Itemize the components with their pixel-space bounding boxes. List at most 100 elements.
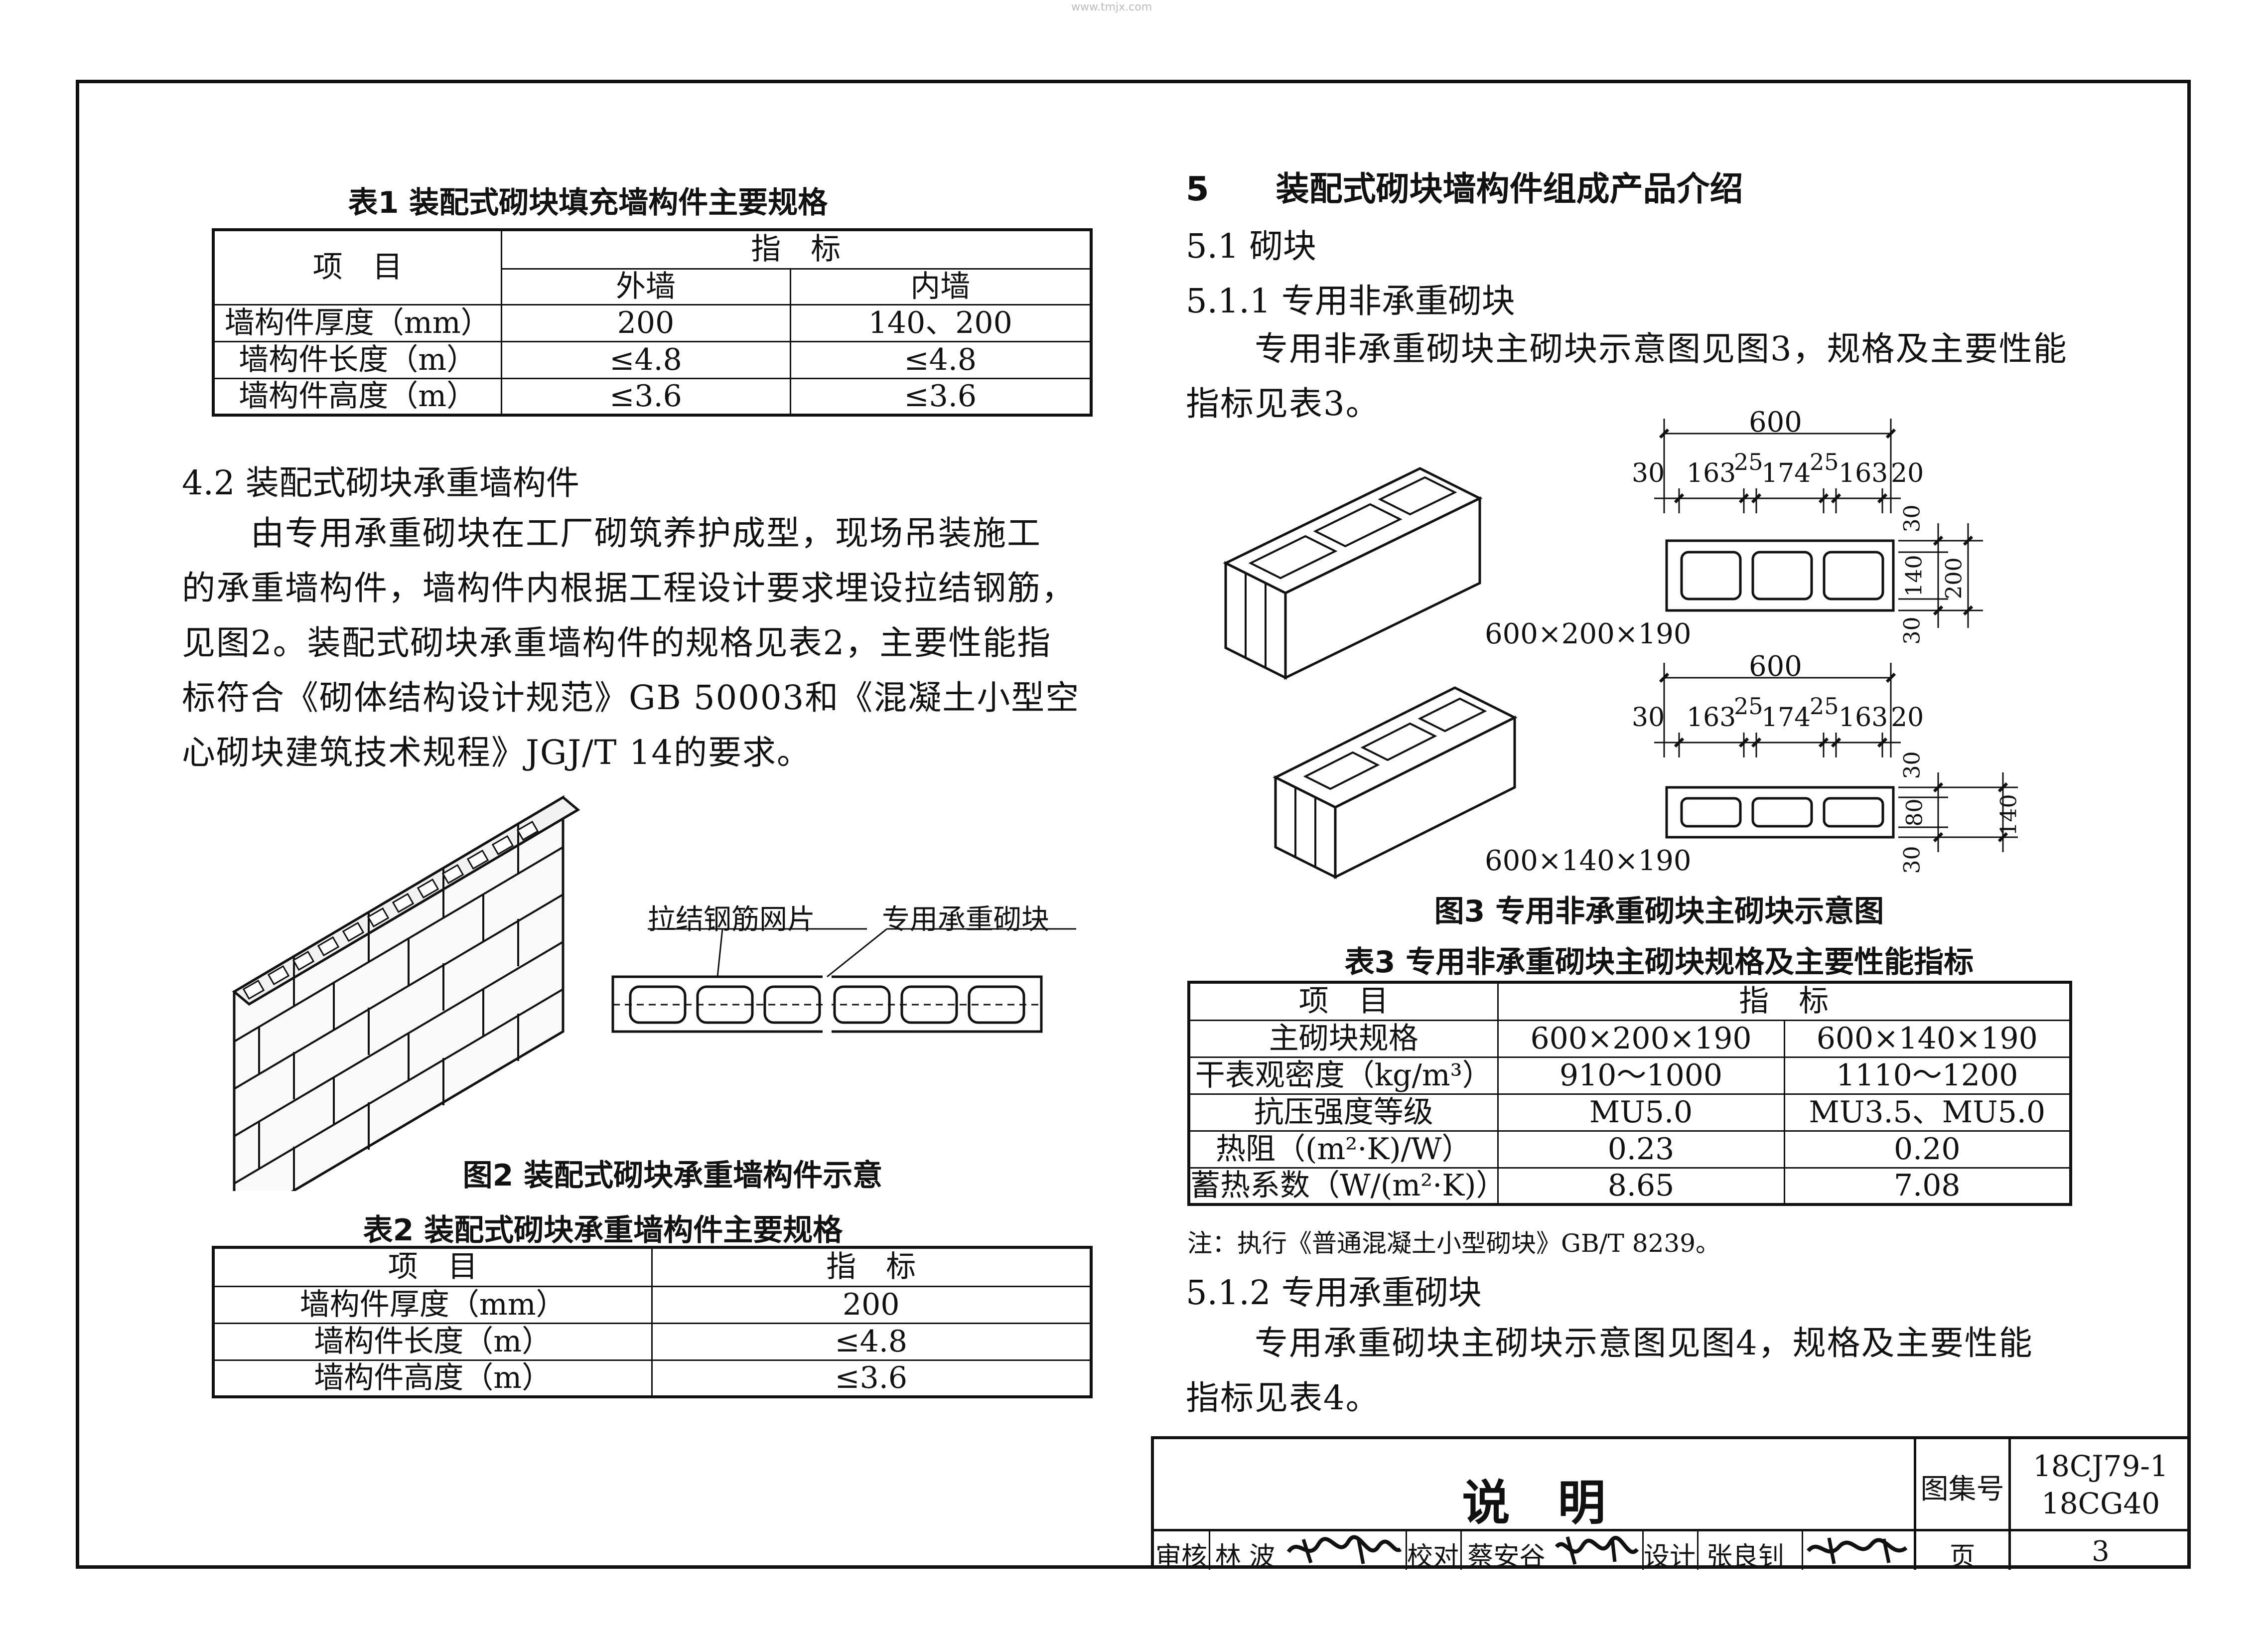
figure3-block1-label: 600×200×190 [1485,618,1692,650]
check-label: 校对 [1407,1542,1459,1572]
figure3-total-200: 200 [1941,557,1967,599]
figure3-dim2-20: 20 [1891,703,1924,733]
figure2-label-block: 专用承重砌块 [882,903,1049,936]
row-value: 600×200×190 [1497,1019,1785,1058]
row-value: MU3.5、MU5.0 [1783,1093,2072,1132]
design-signature [1806,1537,1908,1564]
row-value: 1110～1200 [1783,1056,2072,1095]
row-value: 8.65 [1497,1167,1785,1205]
table-row: 墙构件长度（m） ≤4.8 [212,1322,1092,1361]
review-signature [1286,1535,1402,1564]
figure3-dim-163b: 163 [1839,458,1888,488]
row-value: MU5.0 [1497,1093,1785,1132]
paragraph-line: 标符合《砌体结构设计规范》GB 50003和《混凝土小型空 [182,678,1080,717]
section-511-body: 专用非承重砌块主砌块示意图见图3，规格及主要性能 指标见表3。 [1186,321,2142,431]
section-51-heading: 5.1 砌块 [1186,227,1316,266]
page-number: 3 [2092,1535,2110,1568]
table-row: 墙构件高度（m） ≤3.6 ≤3.6 [212,377,1092,416]
section-511-heading: 5.1.1 专用非承重砌块 [1186,282,1515,320]
atlas-label: 图集号 [1920,1473,2004,1505]
page-label: 页 [1949,1542,1976,1572]
title-block: 说 明 图集号 18CJ79-1 18CG40 审核 林 波 校对 蔡安谷 设计… [1151,1436,2190,1572]
row-item: 热阻（(m²·K)/W） [1188,1130,1499,1169]
atlas-number-1: 18CJ79-1 [2033,1449,2168,1483]
figure3-block1-illustration [1223,467,1483,680]
row-item: 墙构件高度（m） [212,1359,653,1398]
row-value: 7.08 [1783,1167,2072,1205]
section-5-heading: 5 装配式砌块墙构件组成产品介绍 [1186,169,1743,208]
section-512-body: 专用承重砌块主砌块示意图见图4，规格及主要性能 指标见表4。 [1186,1316,2142,1425]
figure3-dim2-163b: 163 [1839,703,1888,733]
row-item: 主砌块规格 [1188,1019,1499,1058]
figure3-dim2-25b: 25 [1810,693,1839,720]
figure3-dim2-174: 174 [1761,703,1811,733]
row-value: 140、200 [789,303,1092,342]
atlas-number-2: 18CG40 [2041,1487,2160,1520]
figure3-side2-30a: 30 [1899,751,1925,779]
figure3-side2-30b: 30 [1899,846,1925,874]
figure3-side-140: 140 [1901,555,1927,597]
table3: 项 目 指 标 主砌块规格 600×200×190 600×140×190 干表… [1187,981,2072,1206]
row-item: 蓄热系数（W/(m²·K)） [1188,1167,1499,1205]
table3-header-item: 项 目 [1188,981,1499,1021]
drawing-frame [76,80,2191,1569]
table1-col-inner: 内墙 [789,268,1092,305]
figure3-overall-dim-2: 600 [1749,650,1802,683]
row-item: 墙构件厚度（mm） [212,303,502,342]
table-row: 蓄热系数（W/(m²·K)） 8.65 7.08 [1188,1167,2072,1205]
figure3-dim-163a: 163 [1687,458,1736,488]
paragraph-line: 专用非承重砌块主砌块示意图见图3，规格及主要性能 [1186,329,2068,368]
figure2-leader-lines [648,928,1076,978]
row-item: 墙构件长度（m） [212,340,502,379]
figure3-dim-30: 30 [1632,458,1665,488]
figure3-dim-25b: 25 [1810,449,1839,475]
row-value: 910～1000 [1497,1056,1785,1095]
watermark: www.tmjx.com [1071,1,1152,13]
table-row: 热阻（(m²·K)/W） 0.23 0.20 [1188,1130,2072,1169]
review-name: 林 波 [1215,1542,1276,1572]
paragraph-line: 见图2。装配式砌块承重墙构件的规格见表2，主要性能指 [182,623,1052,662]
row-value: 200 [500,303,791,342]
row-value: ≤3.6 [651,1359,1092,1398]
figure3-overall-dim-1: 600 [1749,406,1802,439]
table2-caption: 表2 装配式砌块承重墙构件主要规格 [363,1213,843,1248]
table1-header-item: 项 目 [212,229,502,305]
figure3-caption: 图3 专用非承重砌块主砌块示意图 [1434,894,1884,929]
row-value: 0.23 [1497,1130,1785,1169]
figure3-side-30a: 30 [1899,504,1925,533]
figure3-block2-illustration [1273,686,1518,880]
figure3-dim2-30: 30 [1632,703,1665,733]
row-value: ≤4.8 [500,340,791,379]
row-value: ≤3.6 [500,377,791,416]
table3-caption: 表3 专用非承重砌块主砌块规格及主要性能指标 [1344,945,1974,980]
table2: 项 目 指 标 墙构件厚度（mm） 200 墙构件长度（m） ≤4.8 墙构件高… [212,1246,1093,1398]
row-item: 干表观密度（kg/m³） [1188,1056,1499,1095]
figure3-dim2-25a: 25 [1734,693,1763,720]
table-row: 抗压强度等级 MU5.0 MU3.5、MU5.0 [1188,1093,2072,1132]
figure2-caption: 图2 装配式砌块承重墙构件示意 [462,1158,883,1193]
check-name: 蔡安谷 [1467,1542,1546,1572]
design-label: 设计 [1643,1542,1696,1572]
figure3-side2-80: 80 [1902,798,1928,827]
table3-header-index: 指 标 [1497,981,2072,1021]
figure3-block2-plan [1654,663,2018,852]
row-item: 墙构件长度（m） [212,1322,653,1361]
section-42-heading: 4.2 装配式砌块承重墙构件 [182,463,579,502]
row-value: ≤3.6 [789,377,1092,416]
figure2-wall-illustration [232,795,580,1191]
row-value: ≤4.8 [651,1322,1092,1361]
figure3-dim2-163a: 163 [1687,703,1736,733]
table1-header-index: 指 标 [500,229,1092,270]
figure3-block1-plan [1654,419,1983,628]
table1: 项 目 指 标 外墙 内墙 墙构件厚度（mm） 200 140、200 墙构件长… [212,228,1093,417]
row-item: 抗压强度等级 [1188,1093,1499,1132]
figure3-dim-20: 20 [1891,458,1924,488]
figure3-dim-174: 174 [1761,458,1811,488]
paragraph-line: 心砌块建筑技术规程》JGJ/T 14的要求。 [182,733,812,772]
figure3-total-140: 140 [1996,794,2022,836]
review-label: 审核 [1155,1542,1207,1572]
design-name: 张良钊 [1706,1542,1784,1572]
paragraph-line: 的承重墙构件，墙构件内根据工程设计要求埋设拉结钢筋， [182,569,1076,607]
figure2-label-mesh: 拉结钢筋网片 [648,903,815,936]
table-row: 墙构件高度（m） ≤3.6 [212,1359,1092,1398]
